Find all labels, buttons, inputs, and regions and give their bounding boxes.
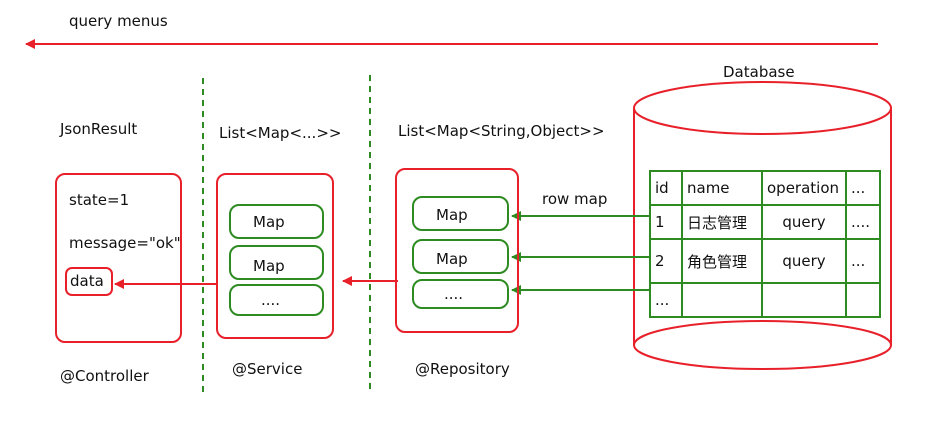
repository-map-more-label: ....: [444, 285, 464, 303]
table-row: ...: [649, 282, 881, 318]
table-cell: 日志管理: [681, 204, 763, 240]
controller-data-label: data: [70, 272, 104, 290]
table-cell: [845, 282, 881, 318]
table-cell: 1: [649, 204, 683, 240]
repository-map-1: Map: [412, 196, 509, 231]
controller-box: state=1 message="ok": [55, 173, 182, 343]
controller-annotation: @Controller: [60, 367, 149, 385]
service-map-more: ....: [229, 284, 324, 316]
table-cell: query: [761, 238, 847, 284]
table-cell: [681, 282, 763, 318]
repository-box: [395, 168, 519, 333]
column-header-name: name: [681, 170, 763, 206]
repository-annotation: @Repository: [415, 360, 510, 378]
database-table: id name operation ... 1 日志管理 query .... …: [649, 170, 881, 318]
table-row: 1 日志管理 query ....: [649, 204, 881, 240]
table-row: 2 角色管理 query ...: [649, 238, 881, 284]
service-box: [216, 173, 334, 339]
repository-map-1-label: Map: [436, 206, 468, 224]
table-cell: query: [761, 204, 847, 240]
service-map-more-label: ....: [261, 291, 281, 309]
database-cylinder: [633, 81, 892, 370]
table-cell: ...: [649, 282, 683, 318]
column-header-id: id: [649, 170, 683, 206]
controller-state: state=1: [69, 191, 130, 209]
table-cell: ...: [845, 238, 881, 284]
table-cell: ....: [845, 204, 881, 240]
controller-message: message="ok": [69, 234, 181, 252]
query-menus-label: query menus: [69, 12, 168, 30]
database-label: Database: [723, 63, 795, 81]
service-annotation: @Service: [232, 360, 303, 378]
service-map-1: Map: [229, 204, 324, 239]
table-cell: 2: [649, 238, 683, 284]
service-map-2: Map: [229, 245, 324, 280]
row-map-label: row map: [542, 190, 608, 208]
controller-data-box: data: [65, 267, 113, 296]
column-header-more: ...: [845, 170, 881, 206]
service-map-1-label: Map: [253, 213, 285, 231]
repository-map-2-label: Map: [436, 250, 468, 268]
repository-header: List<Map<String,Object>>: [398, 122, 605, 140]
column-header-operation: operation: [761, 170, 847, 206]
table-cell: 角色管理: [681, 238, 763, 284]
repository-map-more: ....: [412, 279, 509, 309]
service-header: List<Map<...>>: [219, 124, 342, 142]
table-header-row: id name operation ...: [649, 170, 881, 206]
service-map-2-label: Map: [253, 257, 285, 275]
table-cell: [761, 282, 847, 318]
repository-map-2: Map: [412, 239, 509, 274]
controller-header: JsonResult: [60, 120, 138, 138]
